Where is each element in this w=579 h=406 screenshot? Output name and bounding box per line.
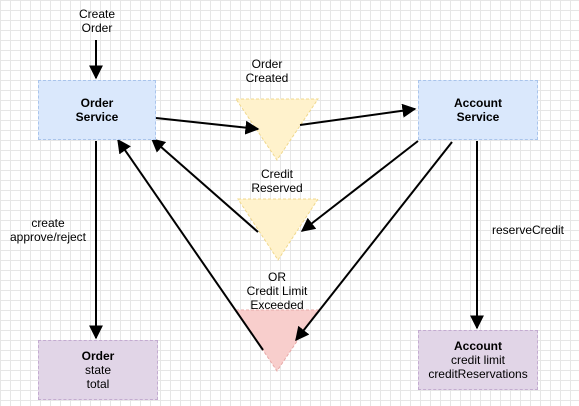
credit-reserved-label: Credit Reserved [251, 167, 303, 195]
account-entity-box[interactable]: Account credit limit creditReservations [418, 330, 538, 390]
account-service-to-credit-limit-exceeded-arrow [295, 141, 453, 342]
create-order-label: Create Order [78, 7, 116, 35]
order-service-box[interactable]: Order Service [38, 80, 156, 140]
order-entity-field-state: state [84, 363, 111, 377]
credit-reserved-to-order-service-arrow [150, 138, 259, 233]
order-entity-box[interactable]: Order state total [38, 340, 158, 400]
credit-limit-exceeded-event [235, 309, 319, 372]
credit-limit-exceeded-to-order-service-arrow [117, 138, 264, 351]
account-service-box[interactable]: Account Service [418, 80, 538, 140]
credit-reserved-event [237, 198, 319, 261]
account-entity-field-credit-limit: credit limit [450, 353, 505, 367]
account-service-to-credit-reserved-arrow [300, 140, 419, 232]
order-entity-title: Order [81, 349, 115, 363]
account-service-title: Account Service [454, 96, 502, 124]
credit-limit-exceeded-label: OR Credit Limit Exceeded [246, 270, 308, 312]
reserve-credit-label: reserveCredit [491, 223, 565, 237]
create-approve-reject-label: create approve/reject [9, 216, 87, 244]
order-created-label: Order Created [245, 57, 289, 85]
account-entity-title: Account [454, 339, 502, 353]
order-service-to-order-created-arrow [155, 117, 260, 135]
account-entity-field-credit-reservations: creditReservations [428, 367, 528, 381]
order-entity-field-total: total [86, 377, 110, 391]
order-created-event [235, 98, 319, 161]
order-created-to-account-service-arrow [299, 103, 417, 126]
order-service-title: Order Service [75, 96, 119, 124]
